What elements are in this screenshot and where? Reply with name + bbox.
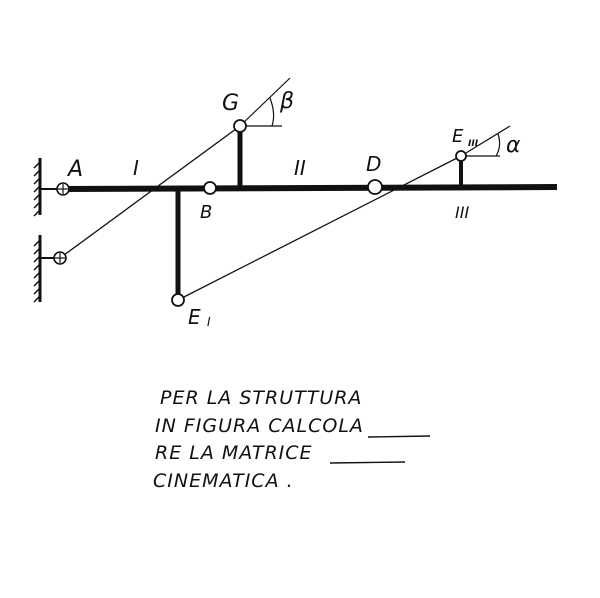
label-E1-sub: I xyxy=(207,315,211,329)
beam-main xyxy=(62,184,558,192)
label-beam-I: I xyxy=(133,156,139,180)
hinge-E3 xyxy=(455,150,467,162)
hinge-A xyxy=(56,182,70,196)
label-E1: E xyxy=(188,305,201,329)
hinge-D xyxy=(367,179,383,195)
label-G: G xyxy=(222,91,239,116)
wall-support-lower xyxy=(33,235,55,303)
label-beam-II: II xyxy=(294,156,306,180)
caption-underline-2 xyxy=(367,435,431,438)
angle-beta-construction xyxy=(239,77,291,127)
label-alpha: α xyxy=(506,133,521,158)
caption-line-1: PER LA STRUTTURA xyxy=(160,387,362,409)
label-B: B xyxy=(200,202,212,223)
hinge-B xyxy=(203,181,217,195)
link-lower-support-G xyxy=(59,125,241,259)
label-beta: β xyxy=(279,89,294,114)
link-E1-E3 xyxy=(177,155,462,301)
label-E3: E xyxy=(452,126,464,147)
wall-support-upper xyxy=(33,158,57,217)
caption-line-4: CINEMATICA . xyxy=(153,470,294,492)
label-D: D xyxy=(366,152,381,176)
hinge-G xyxy=(233,119,247,133)
hinge-E1 xyxy=(171,293,185,307)
caption-underline-3 xyxy=(329,461,406,464)
hinge-lower-support xyxy=(53,251,67,265)
label-E3-sub: III xyxy=(468,139,479,149)
caption-line-3: RE LA MATRICE xyxy=(155,442,313,464)
label-A: A xyxy=(66,157,83,182)
caption-line-2: IN FIGURA CALCOLA xyxy=(155,415,364,437)
label-beam-III: III xyxy=(455,203,469,222)
angle-alpha-construction xyxy=(460,125,511,157)
